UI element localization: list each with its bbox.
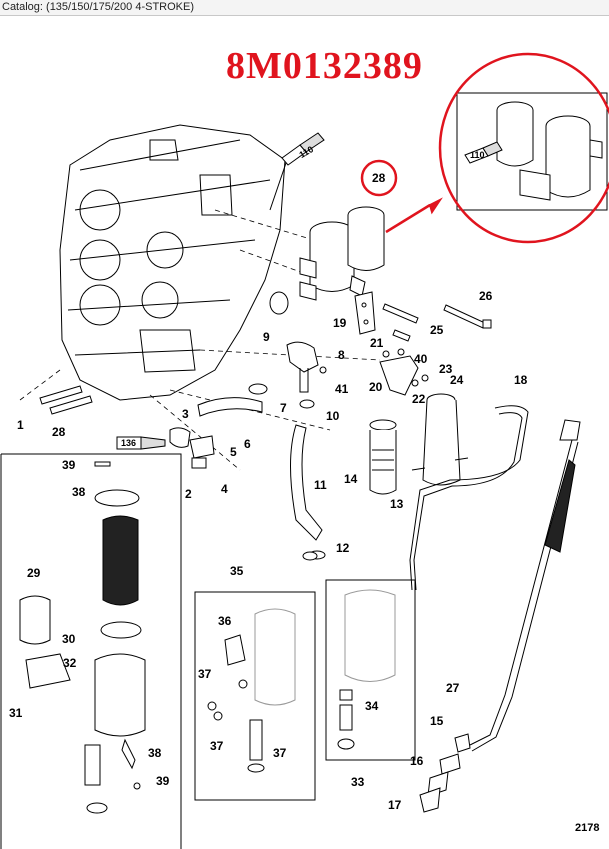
parts-9-8 bbox=[269, 291, 327, 393]
callout-9: 9 bbox=[263, 330, 270, 344]
highlight-circle-28 bbox=[360, 159, 398, 197]
callout-23: 23 bbox=[439, 362, 453, 376]
hose-27 bbox=[469, 419, 581, 752]
callout-5: 5 bbox=[230, 445, 237, 459]
callout-40: 40 bbox=[414, 352, 428, 366]
callout-27: 27 bbox=[446, 681, 460, 695]
callout-21: 21 bbox=[370, 336, 384, 350]
callout-38-b: 38 bbox=[148, 746, 162, 760]
callout-12: 12 bbox=[336, 541, 350, 555]
callout-4: 4 bbox=[221, 482, 228, 496]
callout-22: 22 bbox=[412, 392, 426, 406]
callout-20: 20 bbox=[369, 380, 383, 394]
callout-10: 10 bbox=[326, 409, 340, 423]
inset-view bbox=[438, 52, 609, 244]
callout-16: 16 bbox=[410, 754, 424, 768]
callout-32: 32 bbox=[63, 656, 77, 670]
callout-13: 13 bbox=[390, 497, 404, 511]
bolts-25-26 bbox=[382, 303, 492, 342]
callout-41: 41 bbox=[335, 382, 349, 396]
engine-block bbox=[59, 124, 286, 401]
callout-7: 7 bbox=[280, 401, 287, 415]
callout-34: 34 bbox=[365, 699, 379, 713]
sealant-tube-110 bbox=[269, 132, 325, 211]
fittings-15-17 bbox=[419, 733, 471, 813]
highlight-arrow-head bbox=[428, 197, 443, 215]
callout-35: 35 bbox=[230, 564, 244, 578]
window-title: Catalog: (135/150/175/200 4-STROKE) bbox=[2, 1, 195, 13]
callout-37-b: 37 bbox=[210, 739, 224, 753]
right-box-33 bbox=[325, 579, 416, 761]
callout-39-b: 39 bbox=[156, 774, 170, 788]
tube-label-136: 136 bbox=[121, 438, 137, 448]
callout-3: 3 bbox=[182, 407, 189, 421]
callout-19: 19 bbox=[333, 316, 347, 330]
callout-28-main: 28 bbox=[372, 171, 386, 185]
window-title-bar: Catalog: (135/150/175/200 4-STROKE) bbox=[0, 0, 609, 16]
callout-17: 17 bbox=[388, 798, 402, 812]
sealant-tube-136 bbox=[116, 436, 166, 450]
callout-39-a: 39 bbox=[62, 458, 76, 472]
callout-26: 26 bbox=[479, 289, 493, 303]
callout-18: 18 bbox=[514, 373, 528, 387]
callout-37-c: 37 bbox=[273, 746, 287, 760]
callout-15: 15 bbox=[430, 714, 444, 728]
part-number-heading: 8M0132389 bbox=[226, 45, 423, 87]
hose-18 bbox=[409, 405, 529, 591]
callout-31: 31 bbox=[9, 706, 23, 720]
hose-6-assembly bbox=[169, 383, 268, 469]
canister-13 bbox=[411, 393, 469, 486]
bracket-20-assembly bbox=[379, 348, 429, 396]
left-exploded-box bbox=[0, 453, 182, 849]
fuel-filter-assembly-28 bbox=[299, 206, 385, 301]
middle-box-35 bbox=[194, 591, 316, 801]
callout-25: 25 bbox=[430, 323, 444, 337]
callout-6: 6 bbox=[244, 437, 251, 451]
callout-30: 30 bbox=[62, 632, 76, 646]
callout-14: 14 bbox=[344, 472, 358, 486]
callout-28-box: 28 bbox=[52, 425, 66, 439]
bracket-19 bbox=[354, 291, 376, 335]
callout-36: 36 bbox=[218, 614, 232, 628]
filter-14 bbox=[369, 419, 397, 495]
callout-8: 8 bbox=[338, 348, 345, 362]
callout-24: 24 bbox=[450, 373, 464, 387]
callout-2: 2 bbox=[185, 487, 192, 501]
callout-33: 33 bbox=[351, 775, 365, 789]
callout-29: 29 bbox=[27, 566, 41, 580]
callout-37-a: 37 bbox=[198, 667, 212, 681]
callout-11: 11 bbox=[314, 478, 327, 492]
inset-tube-label-110: 110 bbox=[470, 150, 485, 160]
misc-bolts bbox=[39, 385, 318, 561]
drawing-code: 2178 bbox=[575, 822, 600, 834]
highlight-arrow-line bbox=[385, 203, 431, 234]
callout-1: 1 bbox=[17, 418, 24, 432]
callout-38-a: 38 bbox=[72, 485, 86, 499]
